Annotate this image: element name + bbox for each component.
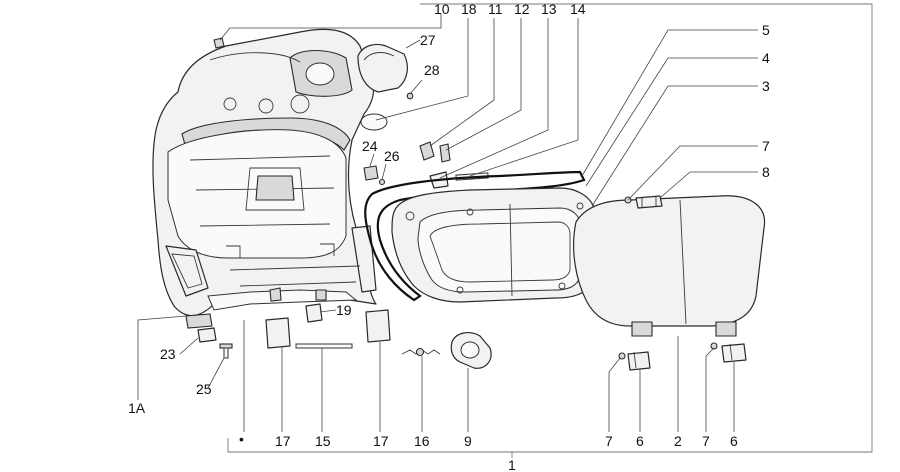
callout-26: 26 (384, 148, 400, 164)
callout-6-left: 6 (636, 433, 644, 449)
ring-18 (360, 113, 388, 131)
callout-7-left: 7 (605, 433, 613, 449)
callout-25: 25 (196, 381, 212, 397)
callout-13: 13 (541, 1, 557, 17)
clip-12 (439, 143, 451, 163)
screw-26 (378, 178, 386, 186)
callout-11: 11 (488, 1, 503, 17)
hinge-6-right (721, 343, 747, 363)
callout-14: 14 (570, 1, 586, 17)
lock-9 (450, 332, 492, 369)
callout-23: 23 (160, 346, 176, 362)
callout-19: 19 (336, 302, 352, 318)
clip-24 (363, 165, 379, 181)
callout-15: 15 (315, 433, 331, 449)
callout-17-right: 17 (373, 433, 389, 449)
callout-9: 9 (464, 433, 472, 449)
callout-4: 4 (762, 50, 770, 66)
callout-17-left: 17 (275, 433, 291, 449)
callout-18: 18 (461, 1, 477, 17)
callout-24: 24 (362, 138, 378, 154)
callout-labels: 10 18 11 12 13 14 5 4 3 7 8 27 28 24 26 … (128, 1, 770, 472)
door-outer-panel (573, 195, 766, 337)
callout-12: 12 (514, 1, 530, 17)
door-inner-panel (391, 187, 595, 303)
callout-16: 16 (414, 433, 430, 449)
screw-7-left (618, 352, 626, 360)
hinge-8 (635, 195, 663, 209)
callout-3: 3 (762, 78, 770, 94)
callout-27: 27 (420, 32, 436, 48)
marker-dot: • (239, 431, 244, 447)
rod-15 (295, 343, 353, 349)
leader-lines (137, 14, 758, 432)
hinge-6-left (627, 351, 651, 371)
callout-6-right: 6 (730, 433, 738, 449)
clip-19 (305, 303, 323, 323)
callout-1: 1 (508, 457, 516, 472)
spring-16 (401, 347, 441, 357)
cover-27 (357, 43, 408, 93)
callout-2: 2 (674, 433, 682, 449)
callout-5: 5 (762, 22, 770, 38)
callout-28: 28 (424, 62, 440, 78)
reference-frame (227, 3, 873, 458)
clip-11 (419, 141, 435, 161)
washer-28 (406, 92, 414, 100)
callout-8: 8 (762, 164, 770, 180)
screw-25 (219, 343, 233, 359)
pad-17-right (365, 309, 391, 343)
screw-7-right (710, 342, 718, 350)
nut-23 (197, 327, 217, 343)
callout-1A: 1A (128, 400, 146, 416)
pad-17-left (265, 317, 291, 349)
callout-7-top: 7 (762, 138, 770, 154)
leg-shield-body (152, 28, 377, 329)
screw-10 (213, 37, 225, 49)
callout-10: 10 (434, 1, 450, 17)
callout-7-right: 7 (702, 433, 710, 449)
